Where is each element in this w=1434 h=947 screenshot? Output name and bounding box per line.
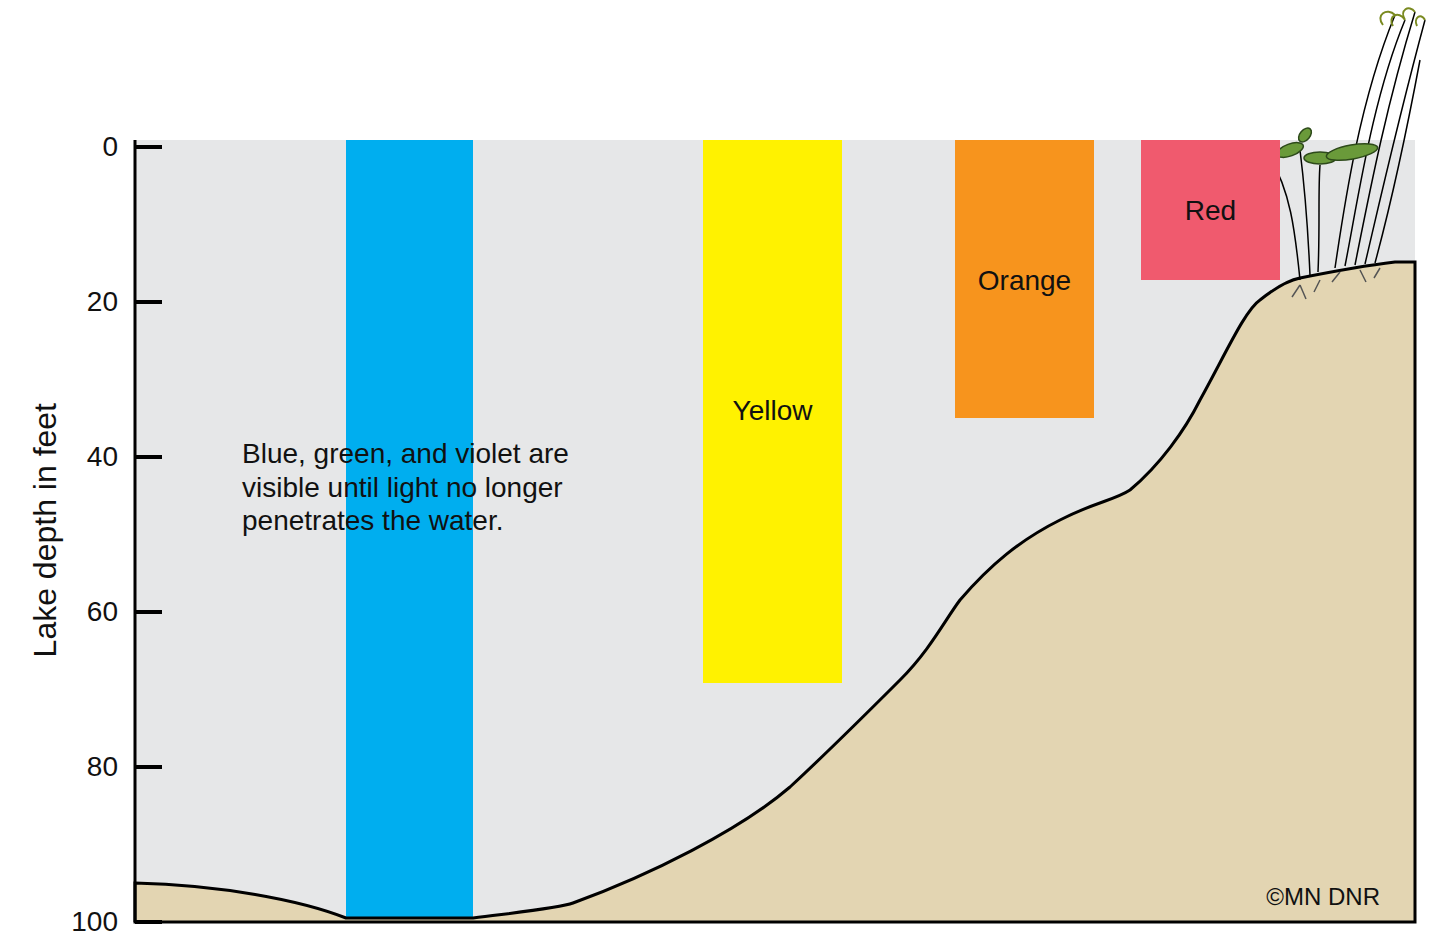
axis-line	[134, 140, 137, 922]
band-label: Orange	[955, 265, 1094, 297]
band-label: Red	[1141, 195, 1280, 227]
aquatic-plants	[1270, 8, 1425, 299]
orange-band: Orange	[955, 140, 1094, 418]
tick-label: 0	[102, 130, 118, 164]
tick-label: 20	[87, 285, 118, 319]
tick-marks	[135, 147, 162, 922]
axis-title: Lake depth in feet	[26, 403, 64, 657]
red-band: Red	[1141, 140, 1280, 280]
tick-label: 40	[87, 440, 118, 474]
note-text: Blue, green, and violet are visible unti…	[242, 437, 577, 538]
yellow-band: Yellow	[703, 140, 842, 683]
copyright: ©MN DNR	[1266, 883, 1380, 912]
tick-label: 100	[71, 905, 118, 939]
water-ground	[135, 140, 1415, 922]
tick-label: 60	[87, 595, 118, 629]
tick-label: 80	[87, 750, 118, 784]
band-label: Yellow	[703, 395, 842, 427]
